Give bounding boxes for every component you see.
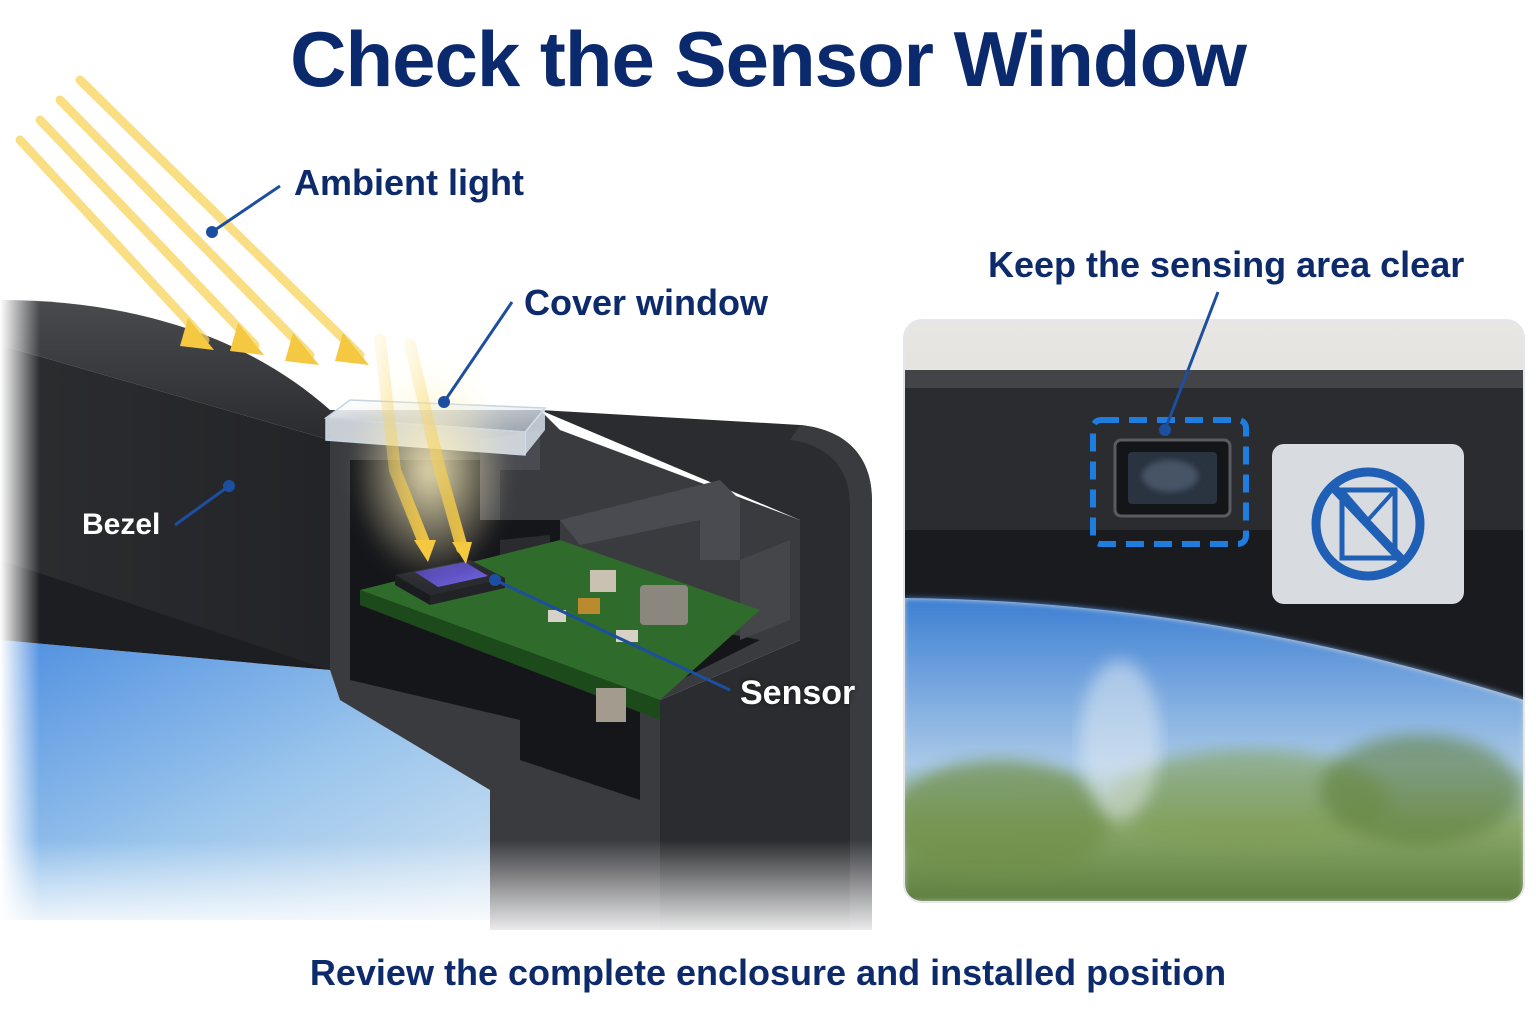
- label-sensor: Sensor: [740, 674, 856, 712]
- cutaway-view: [0, 75, 900, 940]
- label-cover-window: Cover window: [524, 282, 769, 323]
- ambient-light-rays: [15, 75, 510, 580]
- page-title: Check the Sensor Window: [290, 15, 1247, 103]
- no-cover-icon: [1272, 444, 1464, 604]
- pcb-component: [548, 610, 566, 622]
- leader-dots: [206, 226, 1171, 586]
- bezel-top: [0, 300, 330, 440]
- label-ambient-light: Ambient light: [294, 162, 524, 203]
- pcb-component: [596, 688, 626, 722]
- footer-caption: Review the complete enclosure and instal…: [309, 952, 1227, 993]
- pcb-component: [640, 585, 688, 625]
- installed-view: [904, 320, 1524, 902]
- label-bezel: Bezel: [82, 508, 161, 541]
- leader-lines: [174, 184, 1220, 692]
- pcb-component: [590, 570, 616, 592]
- label-keep-clear: Keep the sensing area clear: [988, 244, 1465, 285]
- pcb-component: [578, 598, 600, 614]
- bezel-corner: [540, 410, 872, 930]
- sensor-window: [1113, 438, 1232, 518]
- bezel: [0, 345, 330, 670]
